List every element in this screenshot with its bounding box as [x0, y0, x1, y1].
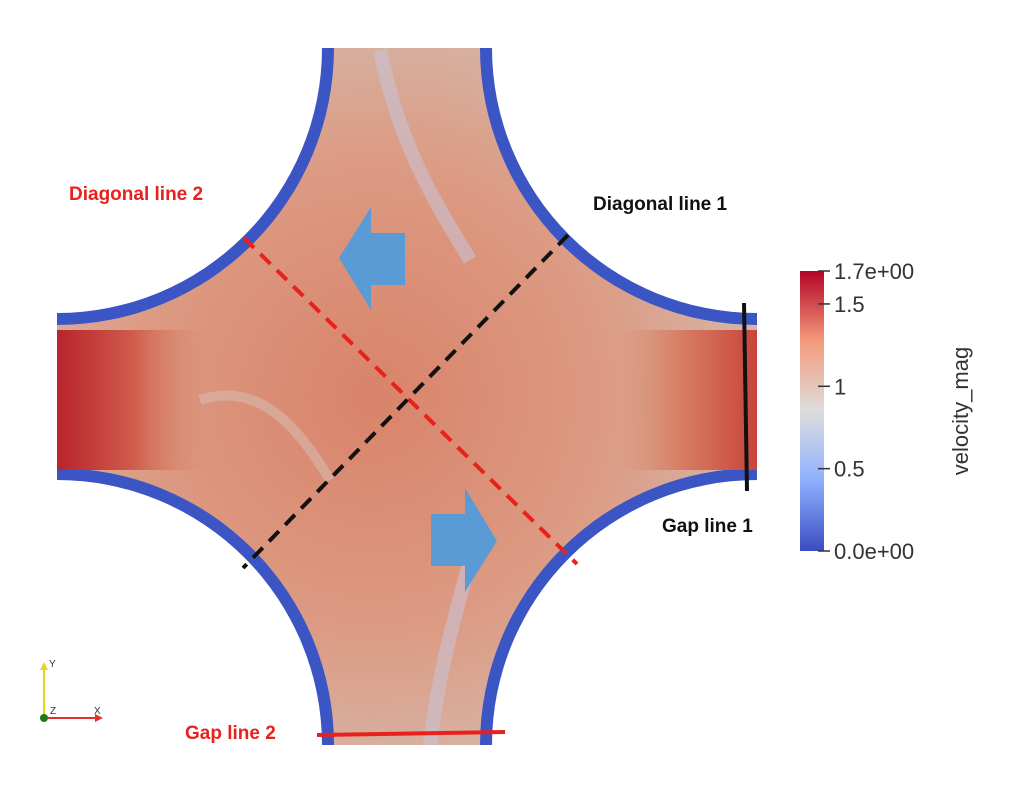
flow-arrow-right-icon	[431, 488, 497, 592]
flow-arrow-left-icon	[339, 207, 405, 310]
axes-triad-icon: Y Z X	[40, 659, 103, 722]
label-diagonal-line-1: Diagonal line 1	[593, 194, 728, 215]
colorbar-tick-label: 1.7e+00	[834, 259, 914, 284]
colorbar-gradient	[800, 271, 824, 551]
colorbar-ticks: 1.7e+00 1.5 1 0.5 0.0e+00	[818, 259, 914, 564]
flow-streak-top	[373, 48, 477, 264]
domain-core	[57, 48, 757, 745]
left-inlet-high-velocity	[57, 330, 207, 470]
label-gap-line-2: Gap line 2	[185, 723, 276, 744]
axis-x-label: X	[94, 706, 101, 717]
gap-line-1	[742, 302, 749, 492]
colorbar-tick-label: 1.5	[834, 292, 865, 317]
colorbar: 1.7e+00 1.5 1 0.5 0.0e+00 velocity_mag	[800, 259, 973, 564]
label-gap-line-1: Gap line 1	[662, 516, 753, 537]
colorbar-tick-label: 0.5	[834, 457, 865, 482]
axis-z-label: Z	[50, 706, 56, 717]
colorbar-tick-label: 1	[834, 374, 846, 399]
diagonal-line-2	[242, 236, 579, 566]
axis-y-label: Y	[49, 659, 56, 670]
label-diagonal-line-2: Diagonal line 2	[69, 184, 204, 205]
colorbar-tick-label: 0.0e+00	[834, 539, 914, 564]
diagonal-line-1	[241, 233, 570, 570]
colorbar-title: velocity_mag	[948, 347, 973, 475]
flow-streak-left	[198, 390, 335, 483]
gap-line-2	[316, 730, 506, 737]
right-inlet-high-velocity	[620, 330, 757, 470]
